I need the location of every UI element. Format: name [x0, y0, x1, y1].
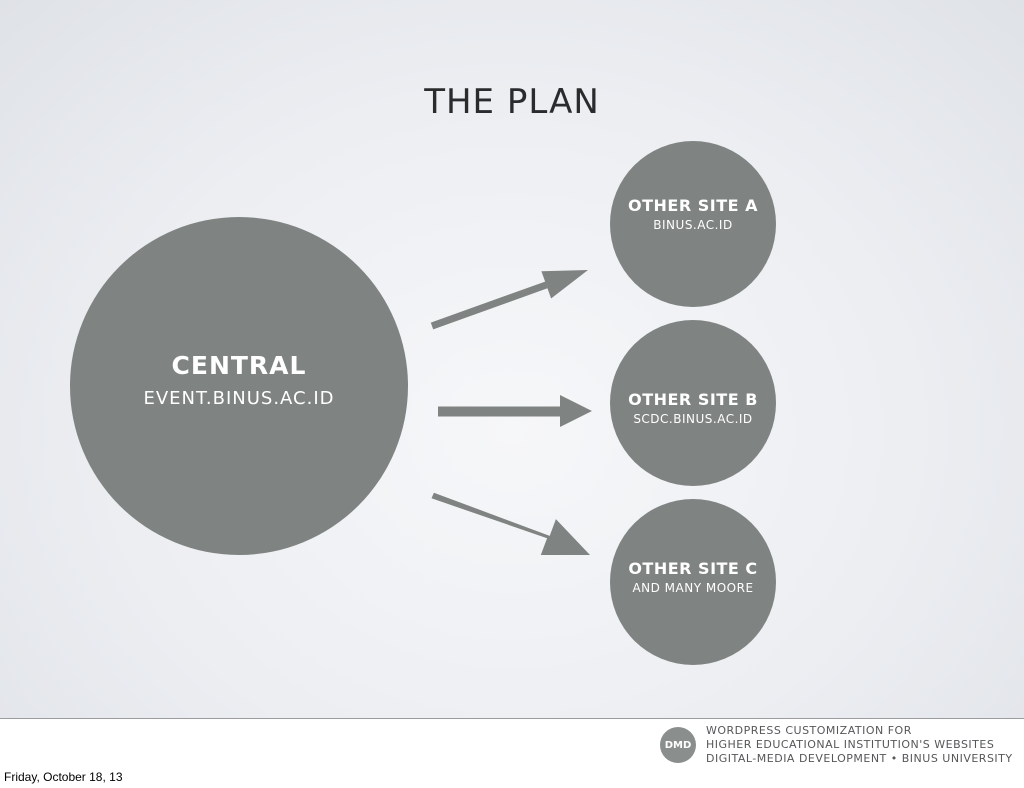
site-c-name: OTHER SITE C — [628, 559, 758, 578]
site-a-name: OTHER SITE A — [628, 196, 758, 215]
site-b-name: OTHER SITE B — [628, 390, 758, 409]
slide-title: THE PLAN — [424, 82, 600, 122]
site-b-url: SCDC.BINUS.AC.ID — [633, 412, 753, 426]
dmd-logo: DMD — [660, 727, 696, 763]
arrows — [430, 270, 592, 555]
site-b-node: OTHER SITE B SCDC.BINUS.AC.ID — [610, 320, 776, 486]
date-label: Friday, October 18, 13 — [4, 770, 123, 784]
site-c-node: OTHER SITE C AND MANY MOORE — [610, 499, 776, 665]
footer-line: HIGHER EDUCATIONAL INSTITUTION'S WEBSITE… — [706, 738, 995, 751]
footer-line: DIGITAL-MEDIA DEVELOPMENT • BINUS UNIVER… — [706, 752, 1013, 765]
arrow-to-site-c — [431, 492, 590, 555]
arrow-to-site-a — [430, 270, 588, 330]
site-a-url: BINUS.AC.ID — [653, 218, 733, 232]
site-a-node: OTHER SITE A BINUS.AC.ID — [610, 141, 776, 307]
arrow-to-site-b — [438, 395, 592, 427]
central-node-name: CENTRAL — [171, 351, 307, 380]
central-node-url: EVENT.BINUS.AC.ID — [143, 388, 335, 409]
central-node: CENTRAL EVENT.BINUS.AC.ID — [70, 217, 408, 555]
site-c-url: AND MANY MOORE — [632, 581, 754, 595]
footer-text: WORDPRESS CUSTOMIZATION FOR HIGHER EDUCA… — [706, 724, 1013, 766]
slide: THE PLAN CENTRAL EVENT.BINUS.AC.ID OTHER… — [0, 0, 1024, 719]
footer-line: WORDPRESS CUSTOMIZATION FOR — [706, 724, 912, 737]
